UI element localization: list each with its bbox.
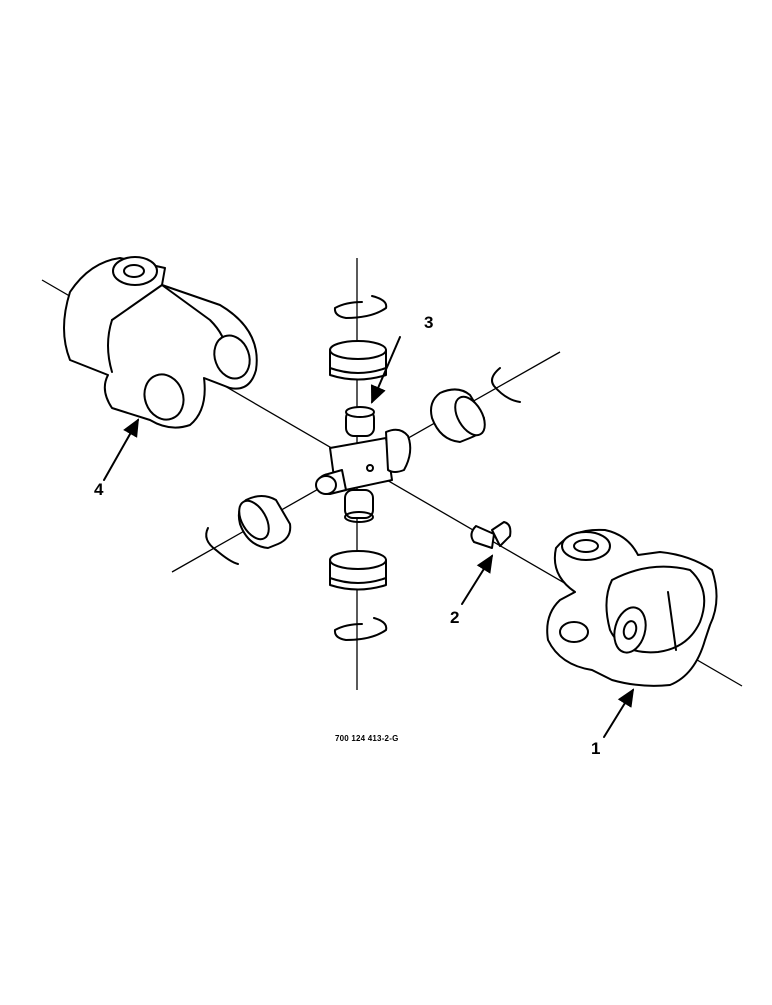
callout-label-4: 4: [94, 480, 104, 499]
callout-label-3: 3: [424, 313, 434, 332]
yoke-part-1: [546, 528, 718, 687]
callout-label-1: 1: [591, 739, 601, 758]
grease-fitting-part-2: [470, 521, 512, 549]
drawing-number: 700 124 413-2-G: [335, 734, 399, 743]
snap-rings: [205, 295, 521, 641]
callout-label-2: 2: [450, 608, 460, 627]
bearing-cups: [237, 340, 486, 591]
leader-lines: [103, 336, 635, 738]
cross-spider-part-3: [315, 406, 412, 523]
yoke-part-4: [63, 256, 258, 429]
